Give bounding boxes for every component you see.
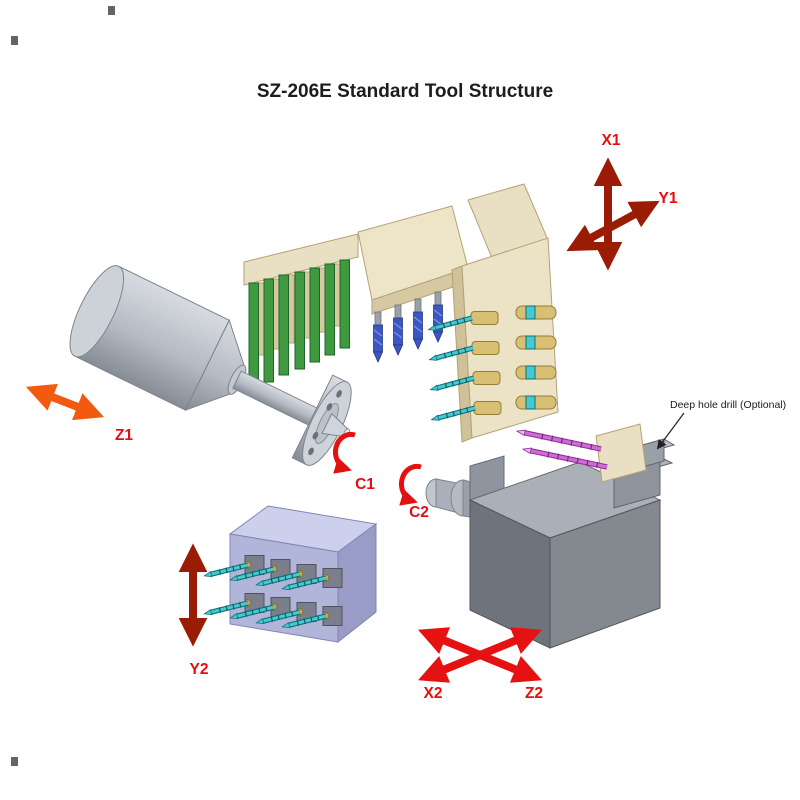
page-title: SZ-206E Standard Tool Structure [257,81,553,102]
sub-spindle [425,455,662,649]
deep-hole-annotation: Deep hole drill (Optional) [670,399,786,411]
z1-axis-arrow [25,383,105,421]
c2-rotation-arrow [399,463,422,506]
c1-rotation-arrow [333,431,356,474]
x2-label: X2 [424,685,443,702]
green-tool-comb [248,259,350,390]
y2-label: Y2 [190,661,209,678]
x1-label: X1 [602,132,621,149]
y1-label: Y1 [659,190,678,207]
gang-tool-post [243,183,559,443]
spindle-flange [291,374,352,466]
stray-marks [11,6,115,766]
x2-axis-arrow [417,627,543,683]
z1-label: Z1 [115,427,133,444]
annotation-arrow [656,412,685,450]
y1-axis-arrow [566,200,660,252]
z2-label: Z2 [525,685,543,702]
c1-label: C1 [355,476,375,493]
main-spindle [69,265,352,466]
c2-label: C2 [409,504,429,521]
back-tool-post [204,505,378,644]
deep-hole-drill-attachment [516,423,676,509]
bta-sleeve-tools [515,305,557,410]
